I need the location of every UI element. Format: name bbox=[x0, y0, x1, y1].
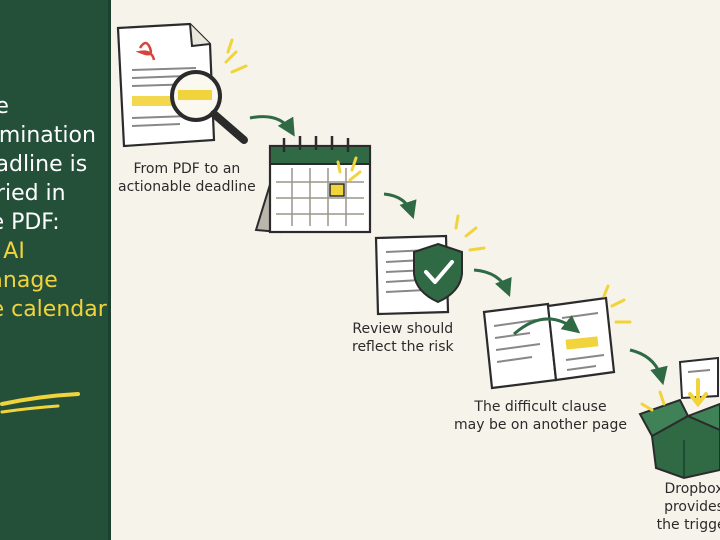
flow-arrow bbox=[629, 348, 668, 386]
step-caption: Dropbox provides the trigger bbox=[634, 480, 720, 534]
panel-line: buried in bbox=[0, 181, 66, 206]
two-pages-icon bbox=[482, 284, 632, 390]
step-caption: The difficult clause may be on another p… bbox=[454, 398, 627, 434]
panel-highlight-line: manage bbox=[0, 268, 58, 293]
panel-underline bbox=[0, 392, 80, 414]
caption-text: From PDF to an actionable deadline bbox=[118, 161, 256, 195]
calendar-icon bbox=[254, 136, 372, 234]
caption-text: Dropbox provides the trigger bbox=[656, 481, 720, 533]
step-caption: From PDF to an actionable deadline bbox=[118, 160, 256, 196]
panel-line: termination bbox=[0, 123, 96, 148]
flow-arrow bbox=[249, 115, 295, 137]
panel-title: The termination deadline is buried in th… bbox=[0, 92, 138, 324]
panel-highlight-line: let AI bbox=[0, 239, 25, 264]
panel-line: deadline is bbox=[0, 152, 88, 177]
flow-arrow bbox=[473, 268, 512, 298]
pdf-magnifier-icon bbox=[116, 22, 248, 148]
flow-arrow bbox=[383, 192, 417, 220]
title-panel: The termination deadline is buried in th… bbox=[0, 0, 108, 540]
panel-highlight-line: the calendar bbox=[0, 297, 107, 322]
shield-check-document-icon bbox=[374, 214, 486, 316]
step-caption: Review should reflect the risk bbox=[352, 320, 454, 356]
caption-text: Review should reflect the risk bbox=[352, 321, 454, 355]
caption-text: The difficult clause may be on another p… bbox=[454, 399, 627, 433]
panel-line: The bbox=[0, 94, 9, 119]
dropbox-icon bbox=[638, 356, 720, 480]
panel-line: the PDF: bbox=[0, 210, 60, 235]
